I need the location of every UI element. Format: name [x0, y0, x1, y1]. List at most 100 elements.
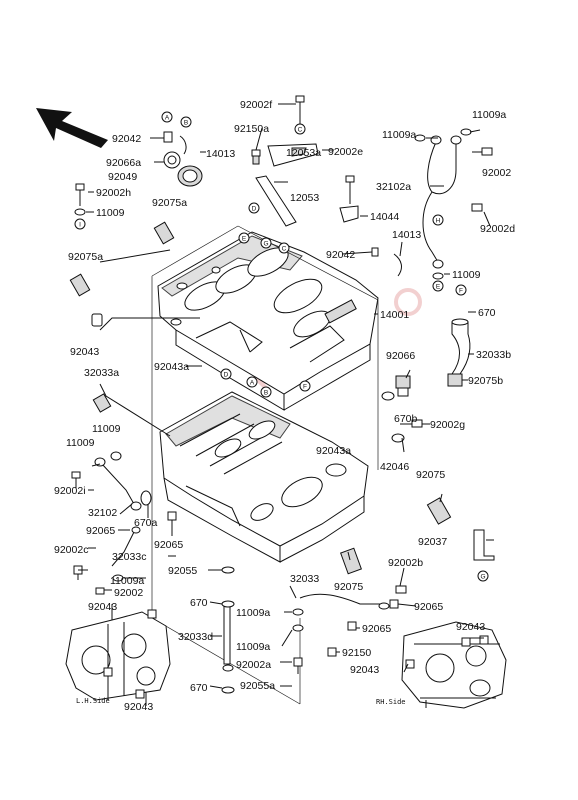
- svg-text:F: F: [303, 384, 307, 391]
- label-11009-left-top: 11009: [96, 207, 125, 219]
- label-92043-right-top: 92043: [456, 621, 485, 633]
- svg-text:G: G: [480, 574, 485, 581]
- plug-92065-lower: [347, 621, 357, 631]
- label-92002-top-right: 92002: [482, 167, 511, 179]
- label-92043a-bottom: 92043a: [316, 445, 351, 457]
- label-92055a: 92055a: [240, 680, 275, 692]
- bolt-92150a: [251, 149, 261, 165]
- svg-text:C: C: [298, 127, 303, 134]
- label-11009a-left: 11009a: [110, 575, 144, 587]
- ref-marker-F-right: F: [455, 284, 467, 296]
- svg-text:I: I: [79, 222, 81, 229]
- right-side-caption: RH.Side: [376, 698, 406, 706]
- dowel-92075-center: [340, 547, 362, 575]
- svg-text:D: D: [252, 206, 257, 213]
- label-14013-mid: 14013: [392, 229, 421, 241]
- ref-marker-F-case: F: [299, 380, 311, 392]
- label-11009-mid-right: 11009: [92, 423, 121, 435]
- label-11009-right: 11009: [452, 269, 481, 281]
- ref-marker-A-case: A: [246, 376, 258, 388]
- label-92049: 92049: [108, 171, 137, 183]
- bolt-92002c: [73, 565, 83, 580]
- bolt-92002f: [295, 95, 305, 124]
- ref-marker-D-top: D: [248, 202, 260, 214]
- dowel-92042-mid: [371, 247, 379, 257]
- ref-marker-E-case: E: [238, 232, 250, 244]
- label-92042-top: 92042: [112, 133, 141, 145]
- label-92002e: 92002e: [328, 146, 363, 158]
- bolt-92002-top-right: [472, 147, 493, 156]
- label-92043-left-mid: 92043: [88, 601, 117, 613]
- ref-marker-D-case: D: [220, 368, 232, 380]
- label-670-lower: 670: [190, 682, 208, 694]
- label-670a: 670a: [134, 517, 158, 529]
- bracket-12053a: [267, 143, 319, 167]
- label-92037: 92037: [418, 536, 447, 548]
- label-32033b: 32033b: [476, 349, 511, 361]
- washer-11009a-left: [112, 574, 124, 582]
- label-92002h: 92002h: [96, 187, 131, 199]
- bolt-92150: [327, 647, 337, 657]
- label-32102: 32102: [88, 507, 117, 519]
- bolt-92002-left: [95, 587, 105, 595]
- svg-text:D: D: [224, 372, 229, 379]
- label-92002c: 92002c: [54, 544, 88, 556]
- label-92043-bottom: 92043: [124, 701, 153, 713]
- bolt-92002e: [345, 175, 355, 204]
- label-92065-right: 92065: [414, 601, 443, 613]
- label-92002g: 92002g: [430, 419, 465, 431]
- hose-32033b: [447, 318, 471, 387]
- dowel-92075-right: [426, 497, 452, 525]
- left-side-view: [65, 609, 171, 701]
- label-92002a: 92002a: [236, 659, 271, 671]
- oring-670b: [381, 391, 395, 401]
- plug-92065-mid: [167, 511, 177, 521]
- svg-text:E: E: [436, 284, 441, 291]
- svg-text:F: F: [459, 288, 463, 295]
- leader-lines: [78, 103, 494, 708]
- pipe-32102a: [422, 135, 462, 269]
- right-side-view: [401, 621, 507, 709]
- label-92055: 92055: [168, 565, 197, 577]
- label-14001: 14001: [380, 309, 409, 321]
- bolt-92002h: [75, 183, 85, 206]
- ref-marker-G-case: G: [260, 237, 272, 249]
- pipe-32033d: [221, 566, 235, 694]
- svg-text:A: A: [165, 115, 170, 122]
- label-92075-right: 92075: [416, 469, 445, 481]
- pipe-32033c: [111, 526, 141, 567]
- label-670-upper: 670: [190, 597, 208, 609]
- svg-text:B: B: [264, 390, 268, 397]
- ref-marker-C-case: C: [278, 242, 290, 254]
- label-92150a: 92150a: [234, 123, 269, 135]
- label-92002f: 92002f: [240, 99, 272, 111]
- ref-marker-C-top: C: [294, 123, 306, 135]
- label-92066a: 92066a: [106, 157, 141, 169]
- label-32033d: 32033d: [178, 631, 213, 643]
- washer-11009-right: [432, 272, 444, 280]
- dowel-92075a-2: [69, 273, 91, 297]
- clip-14013-top: [179, 135, 187, 155]
- ref-markers: A B C D I E G C: [74, 111, 489, 582]
- ref-marker-B: B: [180, 116, 192, 128]
- label-92043-right-side: 92043: [350, 664, 379, 676]
- label-92075a-1: 92075a: [152, 197, 187, 209]
- ref-marker-E-right: E: [432, 280, 444, 292]
- ref-marker-I-left: I: [74, 218, 86, 230]
- label-14044: 14044: [370, 211, 399, 223]
- ref-marker-H-right: H: [432, 214, 444, 226]
- label-14013-top: 14013: [206, 148, 235, 160]
- dowel-32033a: [92, 393, 112, 413]
- pipe-32102: [94, 451, 142, 511]
- label-92002i: 92002i: [54, 485, 86, 497]
- label-11009a-center-1: 11009a: [236, 607, 270, 619]
- svg-text:E: E: [242, 236, 247, 243]
- label-42046: 42046: [380, 461, 409, 473]
- label-92002-left: 92002: [114, 587, 143, 599]
- seal-92066: [395, 375, 411, 397]
- washer-11009-left-top: [74, 208, 86, 216]
- label-32102a: 32102a: [376, 181, 411, 193]
- bolt-92002d: [471, 203, 483, 212]
- label-11009-mid-left: 11009: [66, 437, 95, 449]
